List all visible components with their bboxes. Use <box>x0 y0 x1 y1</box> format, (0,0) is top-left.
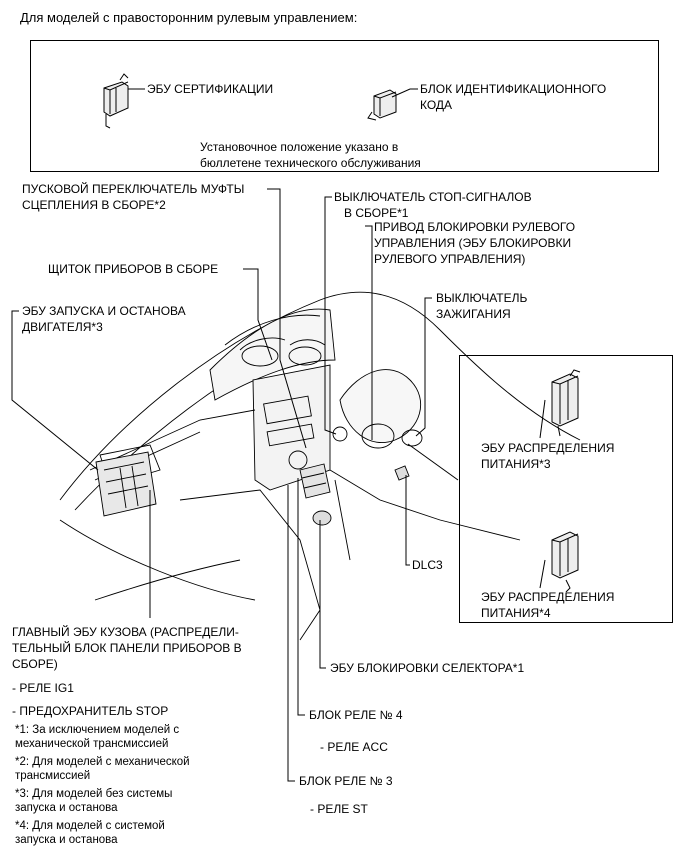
label-clutch-switch-line1: ПУСКОВОЙ ПЕРЕКЛЮЧАТЕЛЬ МУФТЫ <box>22 182 245 196</box>
label-power-dist-ecu-4-line1: ЭБУ РАСПРЕДЕЛЕНИЯ <box>481 590 615 604</box>
footnote-1-line1: *1: За исключением моделей с <box>15 724 180 736</box>
footnote-2-line1: *2: Для моделей с механической <box>15 756 190 768</box>
service-bulletin-box <box>30 40 659 172</box>
page-title: Для моделей с правосторонним рулевым упр… <box>20 10 358 25</box>
label-dlc3: DLC3 <box>412 558 443 572</box>
label-power-dist-ecu-3-line2: ПИТАНИЯ*3 <box>481 457 551 471</box>
label-steering-lock-line1: ПРИВОД БЛОКИРОВКИ РУЛЕВОГО <box>374 220 576 234</box>
label-relay-ig1: - РЕЛЕ IG1 <box>12 681 74 695</box>
label-power-dist-ecu-4-line2: ПИТАНИЯ*4 <box>481 606 551 620</box>
footnote-3-line2: запуска и останова <box>15 802 118 814</box>
label-engine-start-ecu-line1: ЭБУ ЗАПУСКА И ОСТАНОВА <box>22 304 186 318</box>
label-power-dist-ecu-3-line1: ЭБУ РАСПРЕДЕЛЕНИЯ <box>481 441 615 455</box>
label-relay-block-3: БЛОК РЕЛЕ № 3 <box>299 774 393 788</box>
dashboard-drawing <box>59 291 581 641</box>
label-main-body-ecu-line2: ТЕЛЬНЫЙ БЛОК ПАНЕЛИ ПРИБОРОВ В <box>12 641 242 655</box>
label-engine-start-ecu-line2: ДВИГАТЕЛЯ*3 <box>22 320 103 334</box>
footnote-1-line2: механической трансмиссией <box>15 738 169 750</box>
label-id-code-box-line2: КОДА <box>420 98 453 112</box>
footnote-4-line1: *4: Для моделей с системой <box>15 820 165 832</box>
service-note-line1: Установочное положение указано в <box>200 140 399 154</box>
power-dist-ecu-4-part-icon <box>551 531 579 593</box>
power-dist-ecu-box <box>459 355 673 623</box>
label-relay-acc: - РЕЛЕ ACC <box>320 740 388 754</box>
label-combination-meter: ЩИТОК ПРИБОРОВ В СБОРЕ <box>48 262 219 276</box>
cert-ecu-part-icon <box>103 73 129 129</box>
label-steering-lock-line3: РУЛЕВОГО УПРАВЛЕНИЯ) <box>374 252 526 266</box>
label-ignition-switch-line2: ЗАЖИГАНИЯ <box>436 307 511 321</box>
label-relay-st: - РЕЛЕ ST <box>310 802 368 816</box>
label-clutch-switch-line2: СЦЕПЛЕНИЯ В СБОРЕ*2 <box>22 198 166 212</box>
label-cert-ecu: ЭБУ СЕРТИФИКАЦИИ <box>147 82 274 96</box>
footnote-3-line1: *3: Для моделей без системы <box>15 788 173 800</box>
footnote-4-line2: запуска и останова <box>15 834 118 846</box>
label-relay-block-4: БЛОК РЕЛЕ № 4 <box>309 708 403 722</box>
label-ignition-switch-line1: ВЫКЛЮЧАТЕЛЬ <box>436 291 528 305</box>
id-code-box-part-icon <box>367 89 397 121</box>
label-shift-lock-ecu: ЭБУ БЛОКИРОВКИ СЕЛЕКТОРА*1 <box>330 661 525 675</box>
label-stop-light-switch-line1: ВЫКЛЮЧАТЕЛЬ СТОП-СИГНАЛОВ <box>334 190 532 204</box>
power-dist-ecu-3-part-icon <box>551 369 581 437</box>
label-id-code-box-line1: БЛОК ИДЕНТИФИКАЦИОННОГО <box>420 82 607 96</box>
label-steering-lock-line2: УПРАВЛЕНИЯ (ЭБУ БЛОКИРОВКИ <box>374 236 572 250</box>
label-main-body-ecu-line1: ГЛАВНЫЙ ЭБУ КУЗОВА (РАСПРЕДЕЛИ- <box>12 625 239 639</box>
service-note-line2: бюллетене технического обслуживания <box>200 156 421 170</box>
label-fuse-stop: - ПРЕДОХРАНИТЕЛЬ STOP <box>12 704 169 718</box>
footnote-2-line2: трансмиссией <box>15 770 91 782</box>
label-main-body-ecu-line3: СБОРЕ) <box>12 657 58 671</box>
label-stop-light-switch-line2: В СБОРЕ*1 <box>344 206 409 220</box>
